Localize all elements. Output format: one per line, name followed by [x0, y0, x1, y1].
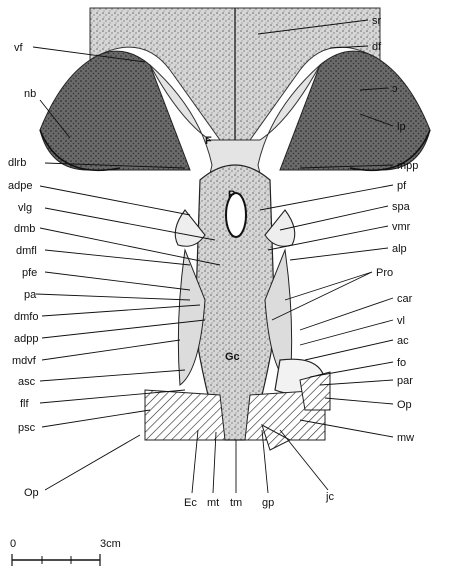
- label-mpp: mpp: [397, 160, 418, 172]
- label-tm: tm: [230, 497, 242, 509]
- label-c: ɔ: [392, 83, 398, 95]
- label-dmfo: dmfo: [14, 311, 38, 323]
- label-jc: jc: [325, 491, 334, 503]
- label-F: F: [205, 135, 212, 147]
- label-df: df: [372, 41, 382, 53]
- label-mw: mw: [397, 432, 414, 444]
- label-vf: vf: [14, 42, 24, 54]
- label-dlrb: dlrb: [8, 157, 26, 169]
- label-adpp: adpp: [14, 333, 38, 345]
- scale-start-label: 0: [10, 538, 16, 550]
- label-Pro: Pro: [376, 267, 393, 279]
- label-alp: alp: [392, 243, 407, 255]
- label-vmr: vmr: [392, 221, 411, 233]
- label-par: par: [397, 375, 413, 387]
- label-Ec: Ec: [184, 497, 197, 509]
- label-dmb: dmb: [14, 223, 35, 235]
- label-sr: sr: [372, 15, 382, 27]
- label-mt: mt: [207, 497, 219, 509]
- label-adpe: adpe: [8, 180, 32, 192]
- label-vl: vl: [397, 315, 405, 327]
- label-Op-left: Op: [24, 487, 39, 499]
- label-ac: ac: [397, 335, 409, 347]
- label-Op-right: Op: [397, 399, 412, 411]
- label-Gc: Gc: [225, 351, 240, 363]
- label-pf: pf: [397, 180, 407, 192]
- label-psc: psc: [18, 422, 36, 434]
- label-mdvf: mdvf: [12, 355, 37, 367]
- label-car: car: [397, 293, 413, 305]
- label-nb: nb: [24, 88, 36, 100]
- label-vlg: vlg: [18, 202, 32, 214]
- label-P: P: [228, 189, 235, 201]
- label-pfe: pfe: [22, 267, 37, 279]
- scale-bar: 0 3cm: [10, 538, 121, 566]
- label-spa: spa: [392, 201, 411, 213]
- label-dmfl: dmfl: [16, 245, 37, 257]
- label-lp: lp: [397, 121, 406, 133]
- label-flf: flf: [20, 398, 30, 410]
- label-asc: asc: [18, 376, 36, 388]
- scale-end-label: 3cm: [100, 538, 121, 550]
- label-pa: pa: [24, 289, 37, 301]
- label-fo: fo: [397, 357, 406, 369]
- label-gp: gp: [262, 497, 274, 509]
